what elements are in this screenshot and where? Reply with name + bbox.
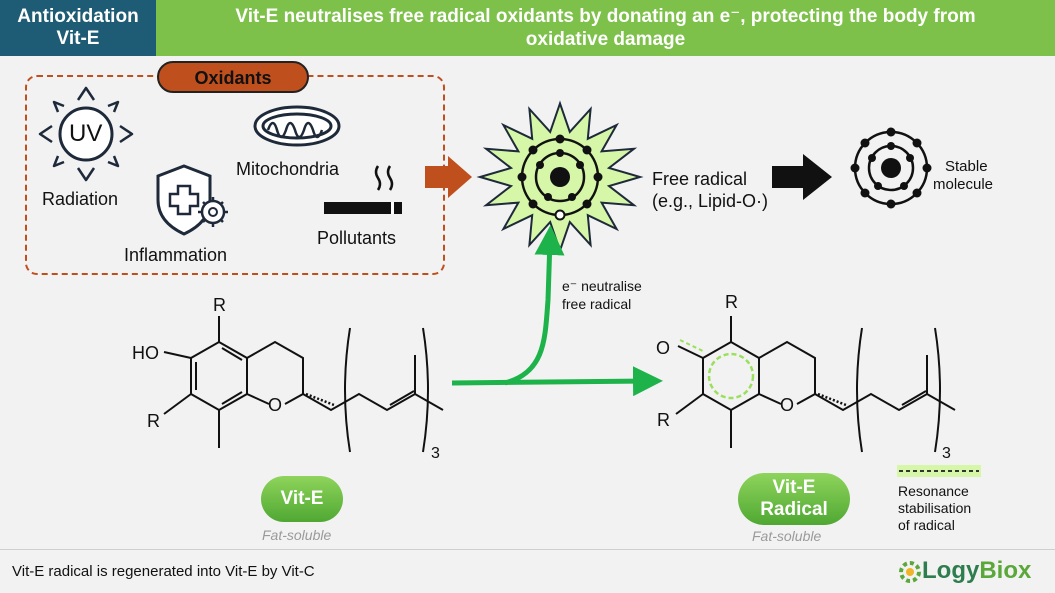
oxidants-arrow bbox=[425, 156, 472, 198]
header-left-line1: Antioxidation bbox=[17, 6, 139, 27]
vite-ho-label: HO bbox=[132, 343, 159, 363]
logybiox-logo-icon bbox=[899, 561, 921, 583]
green-electron-arrows bbox=[451, 225, 663, 397]
logo-part1: Logy bbox=[922, 557, 980, 584]
vite-radical-fat-soluble-label: Fat-soluble bbox=[752, 528, 822, 544]
vite-ring-o-label: O bbox=[268, 395, 283, 415]
pollutants-label: Pollutants bbox=[317, 228, 397, 248]
vite-r-left-label: R bbox=[147, 411, 160, 431]
radical-subscript-3: 3 bbox=[942, 445, 951, 462]
vite-pill: Vit-E bbox=[261, 476, 343, 522]
footer-divider bbox=[0, 549, 1055, 550]
vite-radical-pill-line2: Radical bbox=[760, 499, 828, 520]
vite-structure bbox=[163, 316, 444, 453]
stable-molecule-icon bbox=[850, 127, 932, 209]
radical-r-left-label: R bbox=[657, 410, 670, 430]
header-title: Vit-E neutralises free radical oxidants … bbox=[156, 0, 1055, 56]
resonance-label: Resonance stabilisation of radical bbox=[898, 483, 971, 534]
vite-subscript-3: 3 bbox=[431, 445, 440, 462]
vite-radical-structure bbox=[675, 316, 956, 453]
free-radical-label-line2: (e.g., Lipid-O·) bbox=[652, 191, 769, 211]
mitochondria-icon bbox=[253, 105, 341, 147]
free-radical-burst bbox=[476, 100, 644, 254]
vite-radical-pill-line1: Vit-E bbox=[772, 477, 816, 498]
uv-sun-icon bbox=[38, 86, 134, 182]
uv-label: UV bbox=[69, 120, 103, 147]
free-radical-label-line1: Free radical bbox=[652, 169, 748, 189]
resonance-line3: of radical bbox=[898, 517, 955, 533]
radical-keto-o-label: O bbox=[656, 338, 671, 358]
resonance-legend-swatch bbox=[897, 465, 981, 477]
vite-radical-pill: Vit-E Radical bbox=[738, 473, 850, 525]
inflammation-label: Inflammation bbox=[124, 245, 228, 265]
radical-r-top-label: R bbox=[725, 292, 738, 312]
radiation-label: Radiation bbox=[42, 189, 119, 209]
logo-part2: Biox bbox=[979, 557, 1032, 584]
neutralise-line1: e⁻ neutralise bbox=[562, 278, 642, 294]
radical-ring-o-label: O bbox=[780, 395, 795, 415]
resonance-line1: Resonance bbox=[898, 483, 969, 499]
stable-label-line2: molecule bbox=[933, 176, 994, 193]
stable-molecule-label: Stable molecule bbox=[933, 158, 993, 194]
free-radical-label: Free radical (e.g., Lipid-O·) bbox=[652, 168, 768, 212]
neutralise-label: e⁻ neutralise free radical bbox=[562, 277, 642, 313]
header-section-label: Antioxidation Vit-E bbox=[0, 0, 156, 56]
vite-r-top-label: R bbox=[213, 295, 226, 315]
neutralise-line2: free radical bbox=[562, 296, 632, 312]
free-radical-to-stable-arrow bbox=[772, 154, 832, 200]
pollutants-cigarette-icon bbox=[324, 165, 402, 214]
vite-fat-soluble-label: Fat-soluble bbox=[262, 527, 332, 543]
inflammation-shield-icon bbox=[156, 164, 228, 236]
header-title-line2: oxidative damage bbox=[525, 29, 686, 50]
header-left-line2: Vit-E bbox=[56, 28, 100, 49]
header-title-line1: Vit-E neutralises free radical oxidants … bbox=[235, 6, 976, 27]
footer-text: Vit-E radical is regenerated into Vit-E … bbox=[12, 563, 315, 580]
stable-label-line1: Stable bbox=[945, 158, 988, 175]
oxidants-title: Oxidants bbox=[157, 61, 309, 93]
mitochondria-label: Mitochondria bbox=[236, 159, 340, 179]
resonance-line2: stabilisation bbox=[898, 500, 972, 516]
